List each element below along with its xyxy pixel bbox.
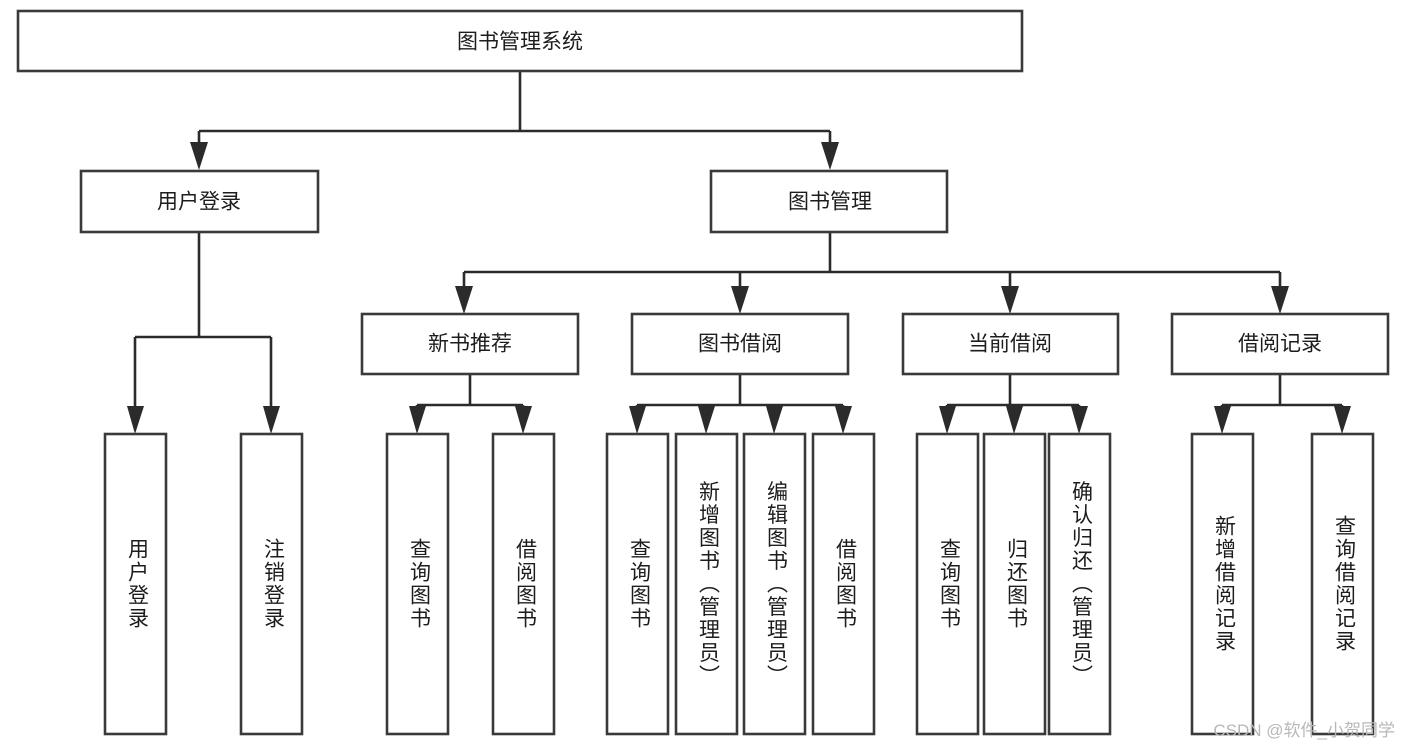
leaf-query-record[interactable]: 查询借阅记录 — [1310, 432, 1375, 736]
leaf-return-book[interactable]: 归还图书 — [982, 432, 1047, 736]
leaf-query-book-1-box[interactable] — [385, 432, 450, 736]
arrow-head-borrow-record — [1271, 286, 1289, 314]
node-current-borrow[interactable]: 当前借阅 — [901, 312, 1120, 376]
leaf-add-record[interactable]: 新增借阅记录 — [1190, 432, 1255, 736]
arrow-head-leaf-query-book-1 — [409, 406, 426, 434]
arrow-head-leaf-borrow-book-1 — [515, 406, 532, 434]
arrow-head-leaf-logout-login — [263, 406, 280, 434]
leaf-add-book[interactable]: 新增图书（管理员） — [674, 432, 739, 736]
leaf-borrow-book-2-label: 借阅图书 — [833, 538, 857, 630]
leaf-edit-book-label: 编辑图书（管理员） — [764, 481, 788, 688]
arrow-head-new-book-recommend — [455, 286, 473, 314]
node-current-borrow-box[interactable] — [901, 312, 1120, 376]
leaf-borrow-book-1-label: 借阅图书 — [513, 538, 537, 630]
leaf-return-book-box[interactable] — [982, 432, 1047, 736]
leaf-edit-book[interactable]: 编辑图书（管理员） — [742, 432, 807, 736]
arrow-head-leaf-borrow-book-2 — [835, 406, 852, 434]
csdn-watermark: CSDN @软件_小贺同学 — [1213, 721, 1395, 740]
node-title[interactable]: 图书管理系统 — [16, 9, 1024, 73]
arrow-head-book-management — [821, 142, 839, 170]
node-borrow-record[interactable]: 借阅记录 — [1170, 312, 1390, 376]
leaf-borrow-book-1-box[interactable] — [491, 432, 556, 736]
arrow-head-leaf-user-login — [127, 406, 144, 434]
leaf-confirm-return-box[interactable] — [1047, 432, 1112, 736]
leaf-query-record-box[interactable] — [1310, 432, 1375, 736]
node-new-book-recommend[interactable]: 新书推荐 — [360, 312, 580, 376]
arrow-head-leaf-query-record — [1334, 406, 1351, 434]
leaf-add-book-box[interactable] — [674, 432, 739, 736]
leaf-add-record-label: 新增借阅记录 — [1212, 515, 1236, 653]
node-book-borrow[interactable]: 图书借阅 — [630, 312, 850, 376]
leaf-query-book-3-box[interactable] — [915, 432, 980, 736]
leaf-borrow-book-2[interactable]: 借阅图书 — [811, 432, 876, 736]
leaf-query-book-1[interactable]: 查询图书 — [385, 432, 450, 736]
arrow-head-leaf-query-book-3 — [939, 406, 956, 434]
arrow-head-leaf-add-book — [698, 406, 715, 434]
leaf-logout-login-box[interactable] — [239, 432, 304, 736]
connectors-group — [127, 71, 1351, 434]
node-borrow-record-label: 借阅记录 — [1238, 333, 1322, 356]
node-book-borrow-label: 图书借阅 — [698, 333, 782, 356]
node-borrow-record-box[interactable] — [1170, 312, 1390, 376]
leaf-query-book-2-box[interactable] — [605, 432, 670, 736]
leaf-user-login-label: 用户登录 — [125, 538, 149, 630]
leaf-add-book-label: 新增图书（管理员） — [696, 481, 720, 688]
leaf-user-login-box[interactable] — [103, 432, 168, 736]
arrow-head-leaf-edit-book — [766, 406, 783, 434]
node-book-management[interactable]: 图书管理 — [709, 169, 949, 234]
leaf-query-book-2-label: 查询图书 — [627, 538, 651, 630]
leaf-borrow-book-1[interactable]: 借阅图书 — [491, 432, 556, 736]
node-new-book-recommend-label: 新书推荐 — [428, 333, 512, 356]
leaf-add-record-box[interactable] — [1190, 432, 1255, 736]
leaf-logout-login[interactable]: 注销登录 — [239, 432, 304, 736]
leaf-query-book-2[interactable]: 查询图书 — [605, 432, 670, 736]
node-title-box[interactable] — [16, 9, 1024, 73]
node-new-book-recommend-box[interactable] — [360, 312, 580, 376]
arrow-head-leaf-query-book-2 — [629, 406, 646, 434]
arrow-head-book-borrow — [731, 286, 749, 314]
node-book-management-label: 图书管理 — [788, 191, 872, 214]
arrow-head-user-login — [190, 142, 208, 170]
node-user-login[interactable]: 用户登录 — [79, 169, 320, 234]
arrow-head-current-borrow — [1001, 286, 1019, 314]
leaf-return-book-label: 归还图书 — [1004, 538, 1028, 630]
leaf-query-book-3-label: 查询图书 — [937, 538, 961, 630]
leaf-edit-book-box[interactable] — [742, 432, 807, 736]
leaf-query-book-3[interactable]: 查询图书 — [915, 432, 980, 736]
leaf-user-login[interactable]: 用户登录 — [103, 432, 168, 736]
leaf-confirm-return[interactable]: 确认归还（管理员） — [1047, 432, 1112, 736]
node-user-login-box[interactable] — [79, 169, 320, 234]
leaf-logout-login-label: 注销登录 — [261, 538, 285, 630]
node-book-management-box[interactable] — [709, 169, 949, 234]
arrow-head-leaf-confirm-return — [1071, 406, 1088, 434]
arrow-head-leaf-return-book — [1006, 406, 1023, 434]
node-title-label: 图书管理系统 — [457, 31, 583, 54]
leaf-query-book-1-label: 查询图书 — [407, 538, 431, 630]
node-book-borrow-box[interactable] — [630, 312, 850, 376]
node-user-login-label: 用户登录 — [157, 191, 241, 214]
leaf-borrow-book-2-box[interactable] — [811, 432, 876, 736]
node-current-borrow-label: 当前借阅 — [968, 333, 1052, 356]
arrow-head-leaf-add-record — [1214, 406, 1231, 434]
leaf-query-record-label: 查询借阅记录 — [1332, 515, 1356, 653]
leaf-confirm-return-label: 确认归还（管理员） — [1069, 481, 1093, 688]
